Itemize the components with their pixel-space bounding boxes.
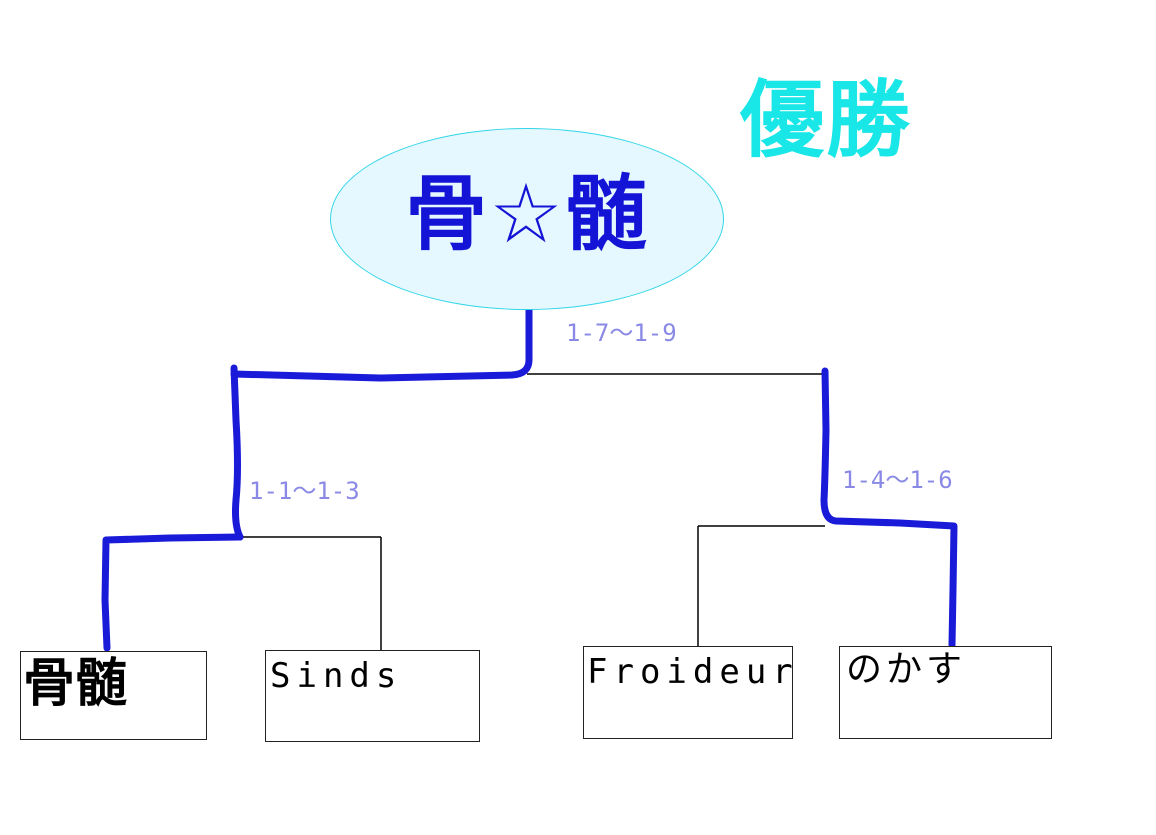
team-name: Froideur — [587, 652, 799, 692]
team-1-winning-line — [101, 533, 244, 652]
team-box-3: Froideur — [583, 646, 793, 739]
right-bracket-winning-line — [820, 367, 958, 649]
team-name: のかす — [846, 649, 967, 690]
round-label-semifinal-left: 1-1～1-3 — [249, 477, 360, 505]
winning-path-lines — [101, 306, 958, 652]
team-box-2: Sinds — [265, 650, 480, 742]
champion-label: 優勝 — [740, 70, 913, 169]
team-name: 骨髄 — [23, 653, 128, 714]
round-label-final: 1-7～1-9 — [566, 319, 677, 347]
bracket-thin-lines — [240, 373, 825, 650]
winner-name: 骨☆髄 — [405, 167, 649, 262]
semifinal-left-winning-riser — [230, 364, 244, 541]
winner-ellipse — [330, 128, 724, 310]
final-winning-line-left — [230, 306, 533, 382]
round-label-semifinal-right: 1-4～1-6 — [842, 466, 953, 494]
team-box-4: のかす — [839, 646, 1052, 739]
team-box-1: 骨髄 — [20, 651, 207, 740]
team-name: Sinds — [270, 656, 403, 696]
